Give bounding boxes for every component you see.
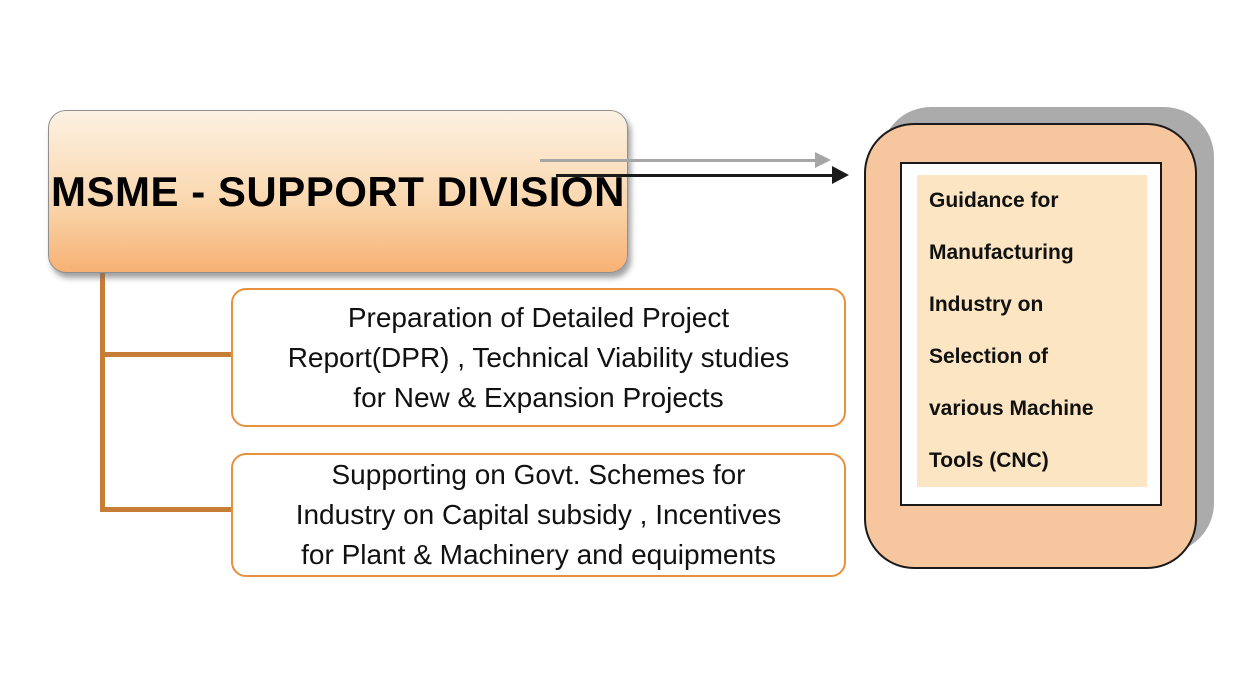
black-arrow-shaft	[556, 174, 833, 177]
gray-arrow-head-icon	[815, 152, 831, 168]
msme-support-division-box: MSME - SUPPORT DIVISION	[48, 110, 628, 273]
main-box-title: MSME - SUPPORT DIVISION	[51, 168, 625, 215]
guidance-box: Guidance for Manufacturing Industry on S…	[864, 123, 1197, 569]
dpr-viability-box: Preparation of Detailed Project Report(D…	[231, 288, 846, 427]
dpr-box-line: Preparation of Detailed Project	[347, 301, 730, 333]
guidance-box-inner-frame: Guidance for Manufacturing Industry on S…	[900, 162, 1162, 506]
guidance-text-line: Selection of	[929, 345, 1049, 368]
guidance-text-line: various Machine	[929, 397, 1094, 420]
connector-vertical-line	[100, 272, 105, 512]
gray-arrow-shaft	[540, 159, 816, 162]
schemes-box-line: Industry on Capital subsidy , Incentives	[295, 499, 782, 530]
connector-branch-bottom	[100, 507, 231, 512]
govt-schemes-box: Supporting on Govt. Schemes for Industry…	[231, 453, 846, 577]
connector-branch-top	[100, 352, 231, 357]
dpr-box-line: for New & Expansion Projects	[353, 381, 724, 413]
guidance-text-line: Manufacturing	[929, 241, 1074, 264]
guidance-box-text-panel: Guidance for Manufacturing Industry on S…	[917, 175, 1147, 487]
guidance-text-line: Tools (CNC)	[929, 449, 1049, 472]
dpr-box-line: Report(DPR) , Technical Viability studie…	[287, 341, 790, 373]
guidance-text-line: Guidance for	[929, 189, 1059, 212]
guidance-text-line: Industry on	[929, 293, 1044, 316]
schemes-box-line: Supporting on Govt. Schemes for	[331, 459, 746, 490]
black-arrow-head-icon	[832, 166, 849, 184]
schemes-box-line: for Plant & Machinery and equipments	[301, 539, 776, 570]
